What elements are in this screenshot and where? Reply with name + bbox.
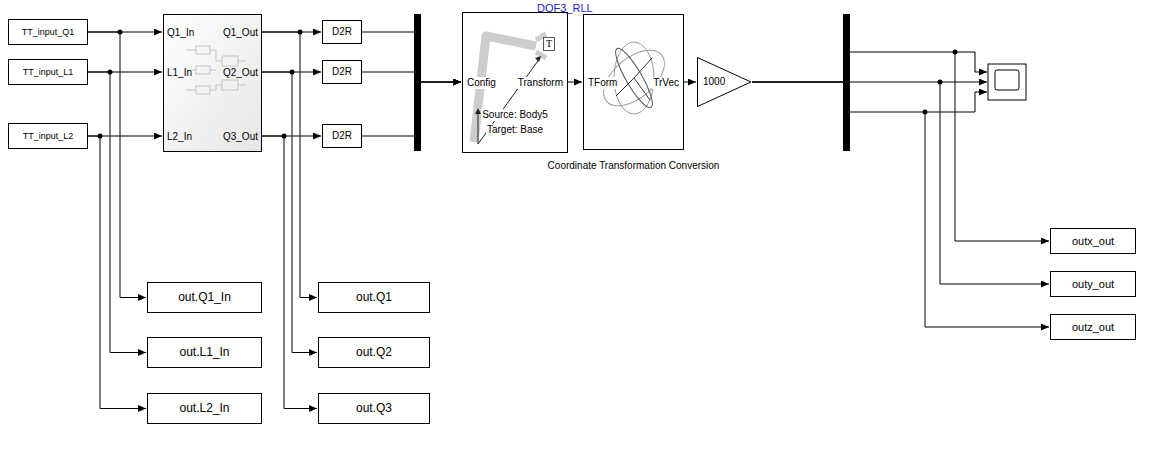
signal-line <box>362 82 461 136</box>
block-label: TT_input_Q1 <box>22 27 75 37</box>
block-label: D2R <box>332 130 352 142</box>
block-label: outx_out <box>1072 235 1114 248</box>
robot-arm-icon <box>474 34 546 144</box>
output-block: out.Q2 <box>318 337 430 368</box>
conversion-block: D2R <box>322 20 362 44</box>
port-label: L2_In <box>167 131 192 143</box>
block-label: out.Q3 <box>356 402 392 416</box>
output-block: out.L2_In <box>147 393 262 424</box>
port-label: DOF3_RLL <box>537 2 593 15</box>
block-label: outy_out <box>1072 278 1114 291</box>
signal-line <box>752 52 1049 241</box>
port-label: Q1_In <box>167 27 194 39</box>
signal-line <box>88 72 146 353</box>
output-block: outx_out <box>1050 228 1136 254</box>
block-label: outz_out <box>1072 321 1114 334</box>
source-block: TT_input_L2 <box>8 123 88 149</box>
port-label: Q2_Out <box>223 67 258 79</box>
block-label: TT_input_L2 <box>23 131 74 141</box>
output-block: out.Q3 <box>318 393 430 424</box>
block-label: out.L1_In <box>179 346 229 360</box>
signal-line <box>88 136 146 409</box>
conversion-block: D2R <box>322 124 362 148</box>
port-label: L1_In <box>167 67 192 79</box>
source-block: TT_input_L1 <box>8 59 88 85</box>
conversion-block: D2R <box>322 60 362 84</box>
block-label: D2R <box>332 66 352 78</box>
port-label: TrVec <box>652 77 680 89</box>
scope-block <box>988 64 1026 100</box>
output-block: out.Q1 <box>318 282 430 313</box>
subsystem-block: Q1_InL1_InL2_In Q1_OutQ2_OutQ3_Out <box>163 14 262 152</box>
signal-line <box>362 72 461 82</box>
port-label: TForm <box>587 77 618 89</box>
port-label: Coordinate Transformation Conversion <box>548 160 720 172</box>
block-label: D2R <box>332 26 352 38</box>
signal-line <box>752 82 1049 327</box>
port-label: Q1_Out <box>223 27 258 39</box>
signal-line <box>568 82 582 83</box>
port-label: Target: Base <box>486 124 544 136</box>
subsystem-face <box>163 14 262 152</box>
gain-triangle: 1000 <box>697 57 752 107</box>
block-label: out.L2_In <box>179 402 229 416</box>
output-block: outz_out <box>1050 314 1136 340</box>
signal-line <box>684 82 696 83</box>
branch-dots <box>98 30 958 139</box>
output-block: out.Q1_In <box>147 282 262 313</box>
conversion-block: TFormTrVecCoordinate Transformation Conv… <box>583 14 684 150</box>
output-block: out.L1_In <box>147 337 262 368</box>
source-block: TT_input_Q1 <box>8 19 88 45</box>
block-label: out.Q2 <box>356 346 392 360</box>
port-label: Q3_Out <box>223 131 258 143</box>
port-label: Source: Body5 <box>481 109 549 121</box>
block-label: TT_input_L1 <box>23 67 74 77</box>
signal-line <box>262 136 317 409</box>
port-label: 1000 <box>703 76 725 88</box>
block-label: out.Q1_In <box>178 291 231 305</box>
block-label: out.Q1 <box>356 291 392 305</box>
transform-block: DOF3_RLLTConfigTransformSource: Body5Tar… <box>462 12 568 153</box>
signal-line <box>262 72 317 353</box>
output-block: outy_out <box>1050 271 1136 297</box>
signal-line <box>362 32 461 82</box>
port-label: T <box>543 37 555 51</box>
port-label: Config <box>466 77 497 89</box>
port-label: Transform <box>517 77 564 89</box>
